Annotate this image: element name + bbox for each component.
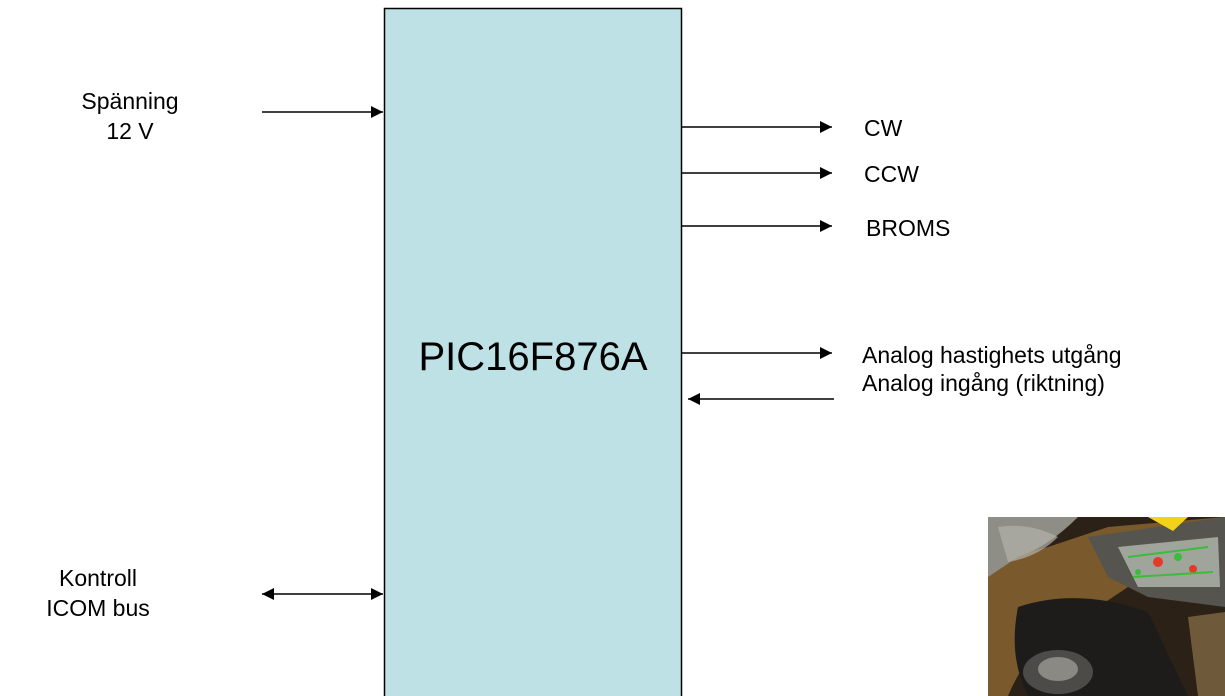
cw-label: CW <box>864 113 902 143</box>
power-label-line1: Spänning <box>40 86 220 116</box>
broms-label: BROMS <box>866 213 950 243</box>
analog-out-label: Analog hastighets utgång <box>862 340 1122 370</box>
analog-in-label: Analog ingång (riktning) <box>862 368 1105 398</box>
power-label: Spänning 12 V <box>40 86 220 146</box>
power-label-line2: 12 V <box>40 116 220 146</box>
control-label: Kontroll ICOM bus <box>8 563 188 623</box>
chip-label: PIC16F876A <box>387 334 679 380</box>
circuit-photo-icon <box>988 517 1225 696</box>
ccw-label: CCW <box>864 159 919 189</box>
control-label-line2: ICOM bus <box>8 593 188 623</box>
control-label-line1: Kontroll <box>8 563 188 593</box>
